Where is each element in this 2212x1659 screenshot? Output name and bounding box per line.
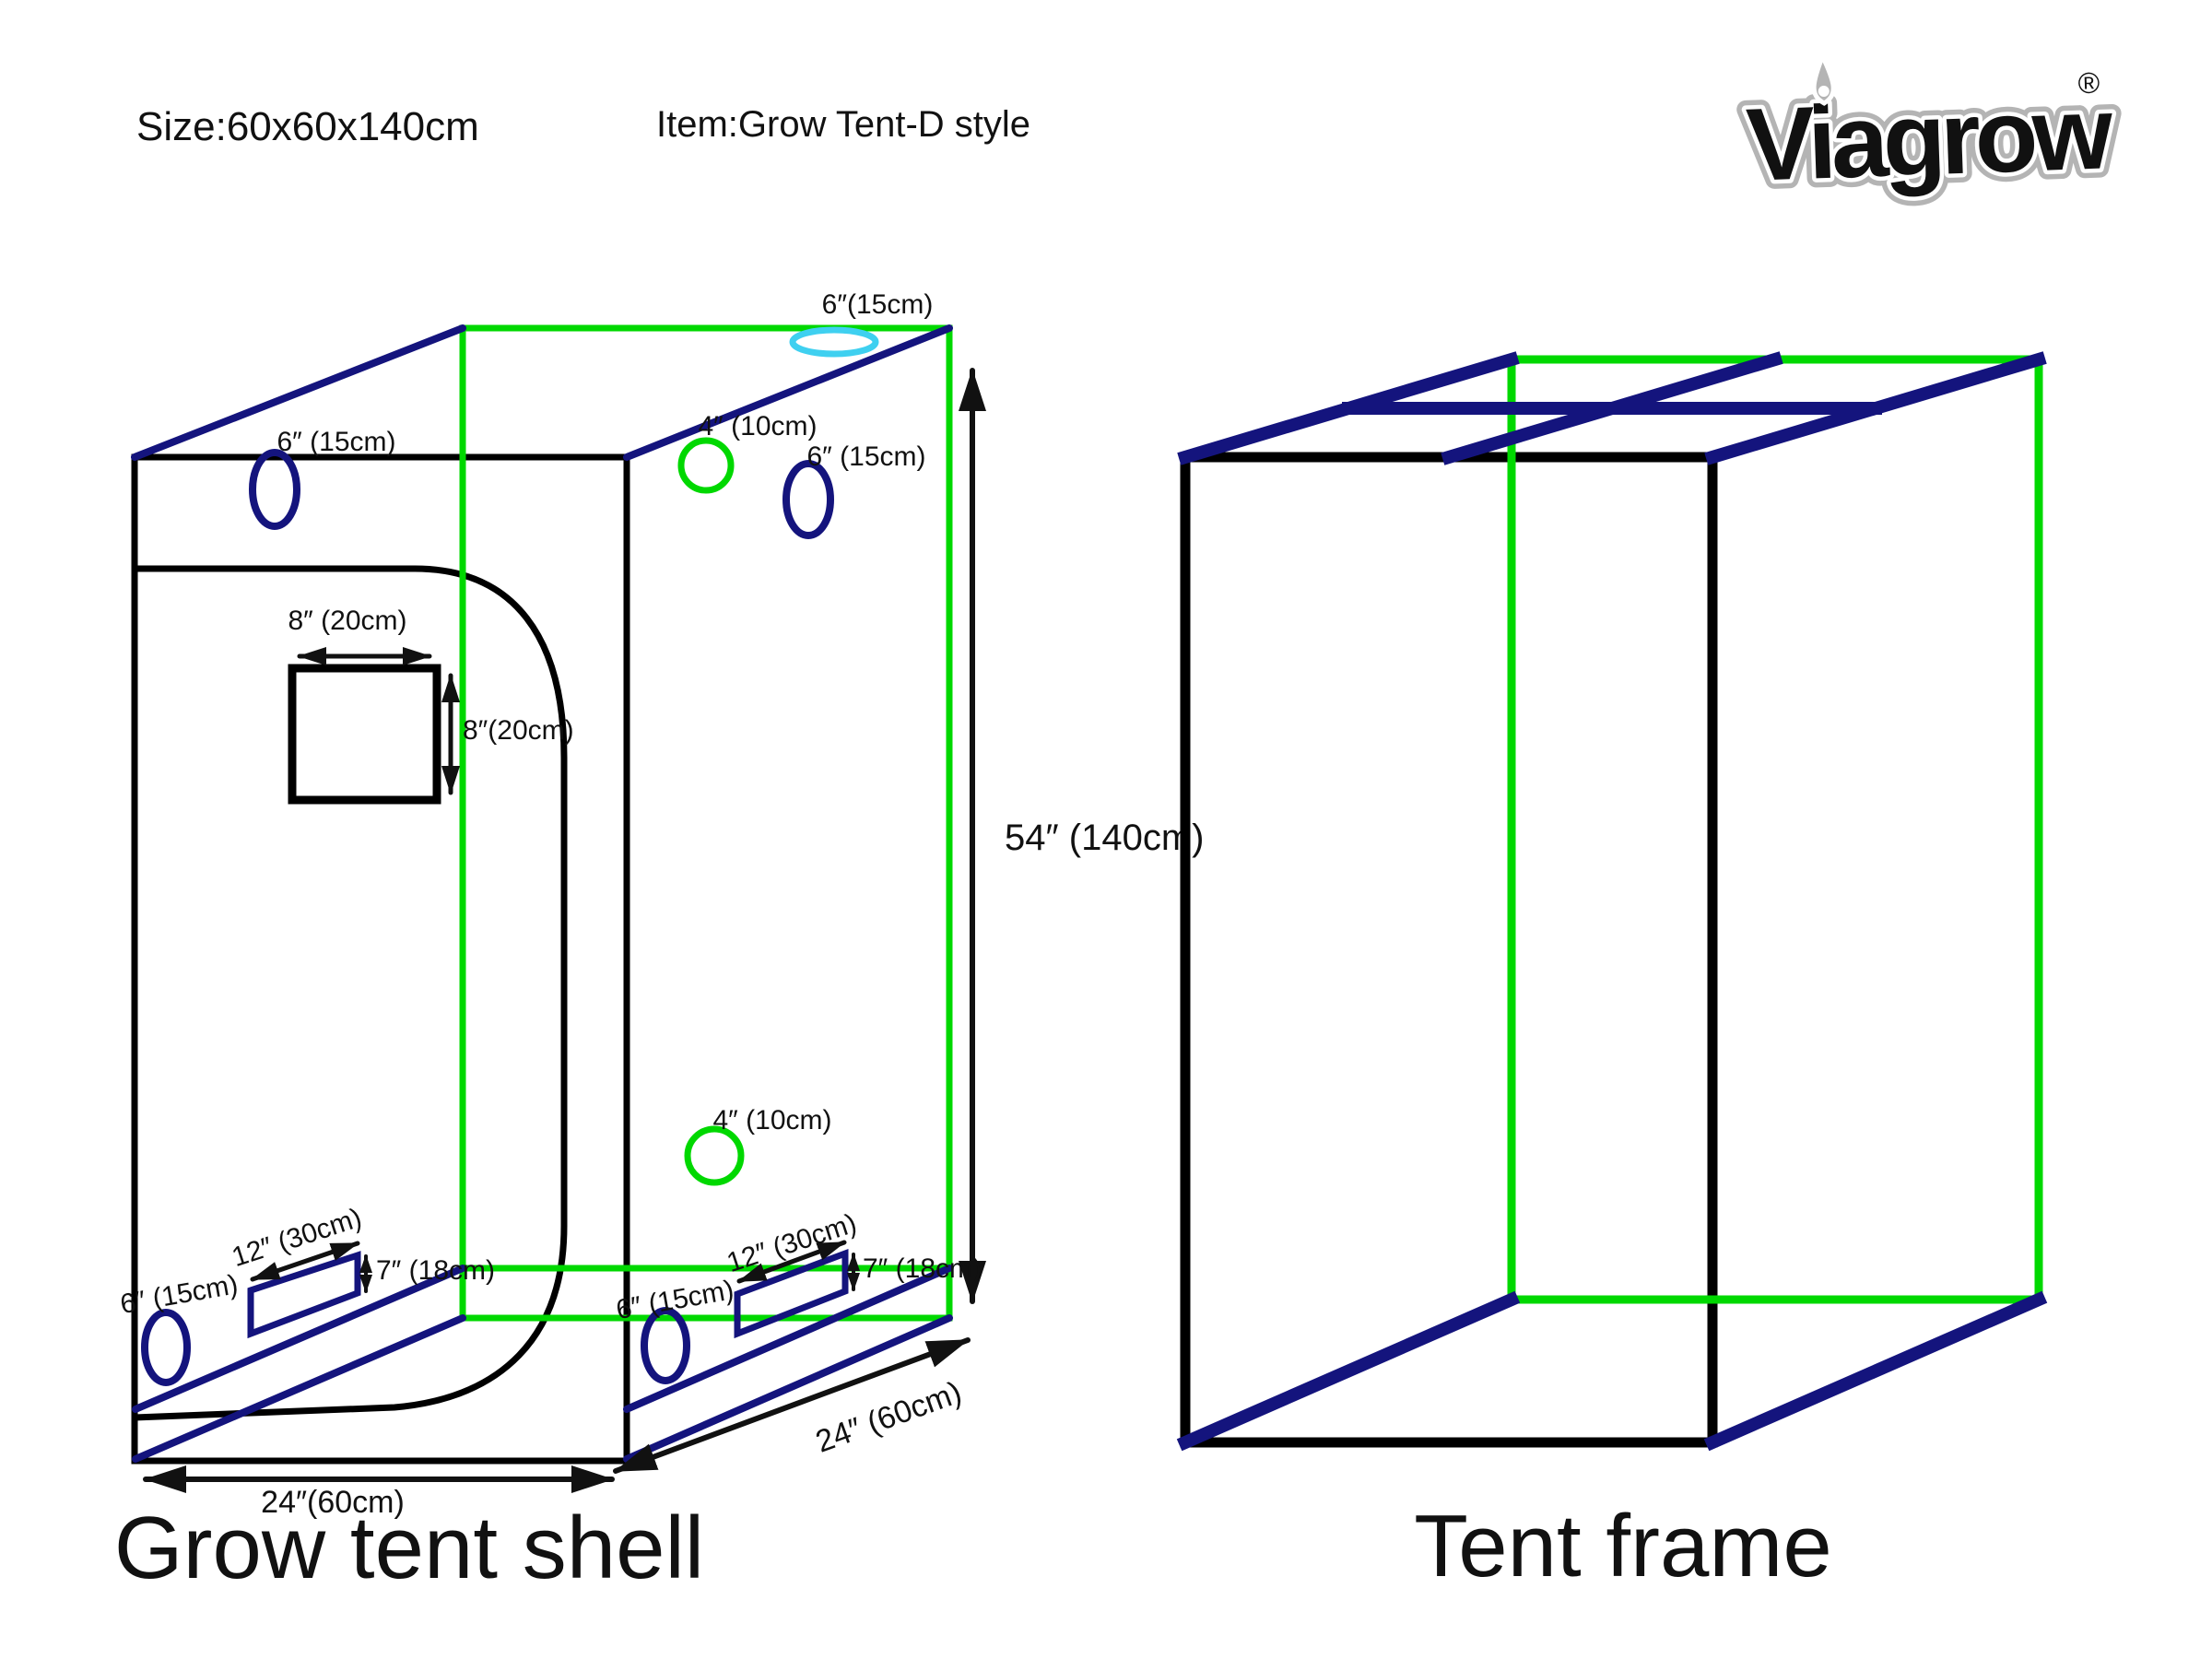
shell-front-face [131, 453, 630, 1465]
logo-registered-mark: ® [2077, 66, 2100, 100]
width-label: 24″(60cm) [261, 1485, 405, 1520]
viagrow-logo: Viagrow Viagrow Viagrow ® [1735, 50, 2124, 212]
side-bottom-vent-small-label: 4″ (10cm) [713, 1105, 832, 1135]
tent-frame-diagram [1176, 351, 2048, 1452]
front-flap-width-arrow [250, 1241, 360, 1282]
shell-top-left-edge [131, 324, 466, 461]
frame-caption: Tent frame [1414, 1497, 1832, 1595]
grow-tent-shell-diagram [131, 324, 986, 1493]
shell-window [288, 664, 441, 805]
front-top-vent-hole [249, 449, 300, 530]
frame-bottom-right-pole [1703, 1290, 2048, 1452]
size-label: Size:60x60x140cm [136, 104, 479, 149]
side-top-vent-label: 6″ (15cm) [807, 441, 926, 472]
front-flap-height-label: 7″ (18cm) [376, 1255, 495, 1286]
depth-dimension-arrow [613, 1337, 971, 1474]
side-bottom-vent-small-hole [684, 1125, 745, 1186]
height-label: 54″ (140cm) [1005, 818, 1204, 858]
side-top-vent-small-label: 4″ (10cm) [699, 411, 818, 441]
item-label: Item:Grow Tent-D style [656, 104, 1030, 145]
logo-wordmark: Viagrow [1745, 75, 2116, 203]
shell-door-outline [131, 565, 568, 1421]
window-width-label: 8″ (20cm) [288, 606, 407, 636]
shell-floor-left-upper-edge [132, 1265, 466, 1413]
shell-back-face [459, 324, 953, 1322]
logo-droplet-hole [1818, 85, 1830, 97]
logo-inner-stroke: Viagrow [1745, 75, 2116, 203]
window-height-label: 8″(20cm) [463, 715, 574, 746]
side-top-vent-hole [782, 460, 834, 539]
side-flap-width-arrow [736, 1240, 847, 1284]
frame-bottom-left-pole [1176, 1290, 1521, 1452]
front-top-vent-label: 6″ (15cm) [277, 427, 396, 457]
logo-outer-stroke: Viagrow [1745, 75, 2116, 203]
frame-front-face [1180, 452, 1718, 1448]
side-top-vent-small-hole [677, 437, 735, 494]
shell-caption: Grow tent shell [114, 1499, 704, 1597]
shell-top-right-edge [623, 324, 953, 461]
front-bottom-vent-hole [141, 1309, 191, 1386]
top-vent-hole [789, 326, 879, 358]
shell-floor-left-lower-edge [132, 1314, 466, 1463]
frame-back-face [1507, 355, 2043, 1304]
top-vent-label: 6″(15cm) [822, 289, 934, 320]
side-flap-height-label: 7″ (18cm) [863, 1253, 982, 1284]
